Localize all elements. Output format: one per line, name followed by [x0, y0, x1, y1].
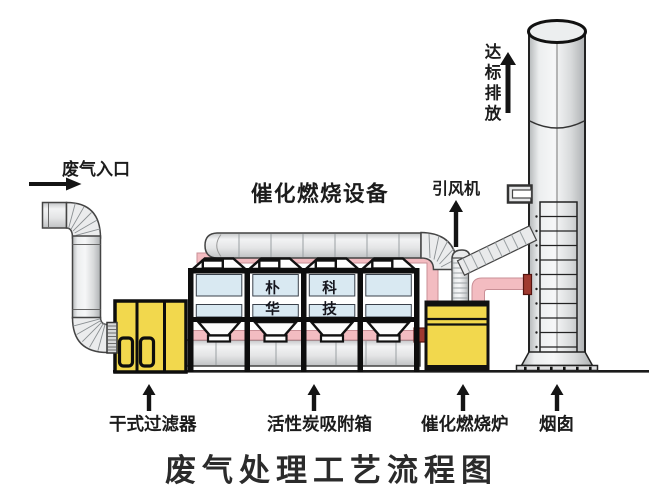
top-manifold-duct	[204, 231, 459, 271]
fan-diagonal-duct	[456, 224, 538, 277]
manifold-segments	[238, 234, 400, 257]
catalytic-furnace	[424, 300, 490, 371]
pink-pipe-elbow-run	[471, 277, 529, 303]
adsorption-pointer-arrow	[307, 384, 321, 411]
furnace-bottom-bar	[426, 365, 488, 370]
brand-text-right: 科 技	[322, 281, 342, 318]
chimney-base-flare	[520, 351, 594, 367]
inlet-stub-duct	[41, 201, 68, 229]
label-induced-draft-fan: 引风机	[432, 181, 481, 198]
label-chimney: 烟囱	[539, 414, 574, 434]
fan-diagonal-ribs	[462, 230, 527, 273]
induced-draft-fan-duct	[451, 224, 538, 303]
lower-elbow-ribs	[73, 318, 106, 351]
inlet-flow-arrow	[29, 177, 82, 191]
inlet-downpipe	[71, 235, 102, 319]
flex-coupling-ribs	[107, 325, 117, 351]
manifold-cap-seam	[216, 234, 222, 257]
chimney-ladder	[535, 201, 578, 363]
furnace-shell	[424, 300, 490, 371]
chimney	[506, 19, 599, 372]
manifold-elbow-ribs	[428, 233, 458, 268]
chimney-pointer-arrow	[550, 384, 564, 411]
funnel-feet	[206, 334, 401, 343]
label-compliant-emission: 达标排放	[482, 43, 501, 125]
chimney-anchor-bolts	[524, 366, 592, 370]
dry-filter-pointer-arrow	[142, 384, 156, 411]
manifold-elbow-down	[420, 231, 459, 271]
chimney-top-opening	[527, 19, 587, 44]
upper-elbow-ribs	[68, 203, 101, 236]
furnace-pointer-arrow	[456, 384, 470, 411]
fan-pointer-arrow	[449, 200, 463, 247]
emission-up-arrow	[500, 52, 516, 113]
chimney-section-joint	[529, 120, 585, 129]
dry-filter-access-door	[117, 336, 135, 368]
label-dry-filter: 干式过滤器	[109, 414, 197, 434]
dry-filter-box	[113, 299, 188, 374]
flow-arrows	[29, 52, 564, 411]
manifold-duct-body	[204, 232, 422, 259]
adsorption-frame	[188, 268, 420, 372]
carbon-panels-lower	[195, 304, 412, 318]
chimney-rivets	[535, 215, 538, 349]
pink-pipe-furnace-to-chimney	[471, 273, 533, 303]
chimney-side-bracket	[506, 184, 533, 204]
furnace-top-bar	[426, 302, 488, 307]
inlet-ducting	[41, 201, 118, 354]
carbon-panels-upper	[195, 274, 412, 297]
flex-coupling	[106, 321, 118, 354]
label-catalytic-furnace: 催化燃烧炉	[421, 414, 509, 434]
chimney-base-plate	[515, 364, 599, 372]
activated-carbon-adsorption-box	[185, 257, 427, 372]
label-waste-gas-inlet: 废气入口	[62, 160, 130, 179]
label-catalytic-combustion-equipment: 催化燃烧设备	[251, 182, 390, 206]
diagram-title: 废气处理工艺流程图	[165, 453, 498, 488]
brand-text-left: 朴 华	[265, 281, 285, 318]
chimney-inlet-flange	[522, 273, 533, 296]
dry-filter-access-door	[138, 336, 156, 368]
label-adsorption-box: 活性炭吸附箱	[267, 414, 372, 434]
